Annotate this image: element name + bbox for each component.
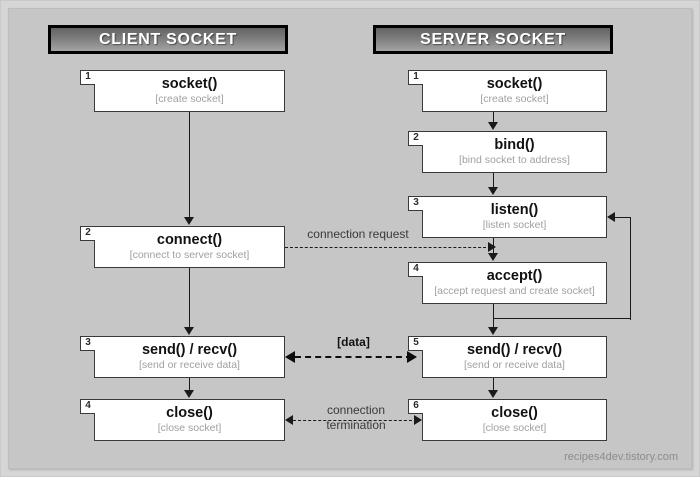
step-box-client-close[interactable]: 4 close() [close socket]: [80, 398, 285, 441]
edge-label-line1: connection: [326, 403, 386, 417]
step-box-server-close[interactable]: 6 close() [close socket]: [408, 398, 607, 441]
arrowhead-termination-to-client: [285, 415, 293, 425]
connector-server-sendrecv-to-close: [493, 378, 494, 391]
step-box-server-socket[interactable]: 1 socket() [create socket]: [408, 69, 607, 112]
step-title: send() / recv(): [141, 341, 238, 358]
arrowhead-data-to-server: [407, 351, 417, 363]
step-title: bind(): [494, 136, 535, 153]
step-description: [bind socket to address]: [459, 154, 570, 167]
step-number-badge: 2: [408, 130, 423, 146]
edge-connection-request: [285, 247, 491, 248]
arrowhead-server-listen-to-accept: [488, 253, 498, 261]
step-box-server-accept[interactable]: 4 accept() [accept request and create so…: [408, 261, 607, 304]
step-title: listen(): [490, 201, 539, 218]
edge-label-data: [data]: [337, 335, 370, 349]
step-description: [close socket]: [482, 422, 547, 435]
arrowhead-server-sendrecv-to-close: [488, 390, 498, 398]
step-number-badge: 5: [408, 335, 423, 351]
step-description: [create socket]: [155, 93, 224, 106]
step-number-badge: 4: [80, 398, 95, 414]
edge-connection-termination: [293, 420, 417, 421]
connector-server-socket-to-bind: [493, 112, 494, 123]
step-number-badge: 3: [408, 195, 423, 211]
step-box-client-socket[interactable]: 1 socket() [create socket]: [80, 69, 285, 112]
column-header-client: CLIENT SOCKET: [48, 25, 288, 54]
edge-label-line2: termination: [326, 418, 386, 432]
step-box-server-send-recv[interactable]: 5 send() / recv() [send or receive data]: [408, 335, 607, 378]
connector-server-loop-top: [615, 217, 631, 218]
step-box-client-send-recv[interactable]: 3 send() / recv() [send or receive data]: [80, 335, 285, 378]
connector-client-socket-to-connect: [189, 112, 190, 218]
edge-data-exchange: [295, 356, 412, 358]
step-box-server-bind[interactable]: 2 bind() [bind socket to address]: [408, 130, 607, 173]
step-description: [create socket]: [480, 93, 549, 106]
step-title: send() / recv(): [466, 341, 563, 358]
step-number-badge: 1: [408, 69, 423, 85]
arrowhead-client-sendrecv-to-close: [184, 390, 194, 398]
step-description: [listen socket]: [482, 219, 547, 232]
step-title: close(): [166, 404, 213, 421]
step-number-badge: 6: [408, 398, 423, 414]
step-description: [close socket]: [157, 422, 222, 435]
connector-client-connect-to-sendrecv: [189, 268, 190, 328]
step-description: [send or receive data]: [464, 359, 565, 372]
step-title: connect(): [156, 231, 223, 248]
connector-server-bind-to-listen: [493, 173, 494, 188]
step-title: socket(): [161, 75, 218, 92]
step-title: close(): [491, 404, 538, 421]
arrowhead-server-accept-to-sendrecv: [488, 327, 498, 335]
arrowhead-server-socket-to-bind: [488, 122, 498, 130]
arrowhead-data-to-client: [285, 351, 295, 363]
arrowhead-server-bind-to-listen: [488, 187, 498, 195]
connector-server-loop-bottom: [493, 318, 631, 319]
arrowhead-client-socket-to-connect: [184, 217, 194, 225]
step-description: [send or receive data]: [139, 359, 240, 372]
arrowhead-termination-to-server: [414, 415, 422, 425]
step-title: accept(): [486, 267, 543, 284]
watermark-text: recipes4dev.tistory.com: [564, 451, 678, 463]
column-header-server: SERVER SOCKET: [373, 25, 613, 54]
connector-server-loop-right: [630, 217, 631, 320]
arrowhead-server-loop-to-listen: [607, 212, 615, 222]
step-number-badge: 1: [80, 69, 95, 85]
connector-client-sendrecv-to-close: [189, 378, 190, 391]
arrowhead-client-connect-to-sendrecv: [184, 327, 194, 335]
step-description: [connect to server socket]: [129, 249, 250, 262]
step-number-badge: 4: [408, 261, 423, 277]
connector-server-accept-to-sendrecv: [493, 304, 494, 328]
step-box-server-listen[interactable]: 3 listen() [listen socket]: [408, 195, 607, 238]
step-description: [accept request and create socket]: [434, 285, 595, 298]
arrowhead-connection-request: [488, 242, 496, 252]
step-box-client-connect[interactable]: 2 connect() [connect to server socket]: [80, 225, 285, 268]
edge-label-connection-termination: connection termination: [297, 403, 415, 433]
edge-label-connection-request: connection request: [307, 227, 409, 241]
step-number-badge: 3: [80, 335, 95, 351]
step-number-badge: 2: [80, 225, 95, 241]
step-title: socket(): [486, 75, 543, 92]
